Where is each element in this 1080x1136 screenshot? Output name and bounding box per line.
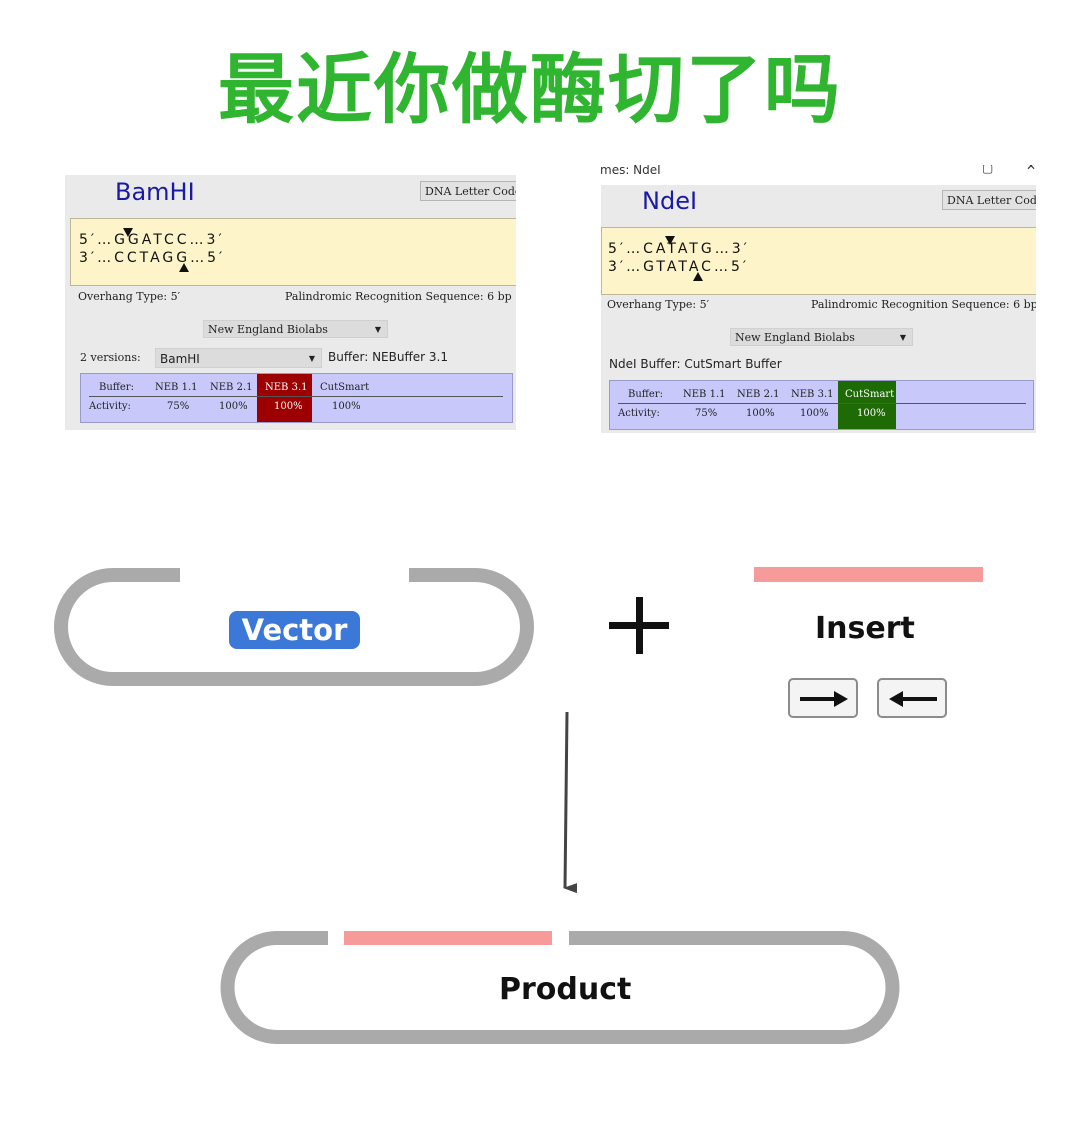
vector-backbone [54, 568, 534, 686]
vector-label: Vector [229, 611, 360, 649]
product-label: Product [499, 972, 632, 1007]
insert-fragment [754, 567, 983, 582]
buffer-activity-table: Buffer: Activity: NEB 1.1 NEB 2.1 NEB 3.… [80, 373, 513, 423]
plus-sign-vertical [636, 597, 643, 654]
buffer-name: CutSmart [845, 389, 895, 400]
activity-value: 100% [274, 401, 303, 412]
buffer-name: NEB 2.1 [210, 382, 253, 393]
highlighted-buffer-column [257, 374, 312, 422]
overhang-type: Overhang Type: 5′ [607, 298, 710, 311]
ndei-panel: mes: NdeI ▢ ✕ NdeI DNA Letter Codes 5′…C… [600, 165, 1036, 433]
buffer-label: Buffer: [628, 389, 663, 400]
buffer-label: Buffer: [99, 382, 134, 393]
cut-site-top-marker [665, 236, 675, 245]
palindromic-info: Palindromic Recognition Sequence: 6 bp [285, 290, 512, 303]
sequence-bottom-strand: 3′…CCTAGG…5′ [79, 250, 226, 266]
supplier-dropdown-value: New England Biolabs [208, 323, 328, 336]
supplier-dropdown[interactable]: New England Biolabs ▼ [730, 328, 913, 346]
cut-site-top-marker [123, 228, 133, 237]
activity-value: 100% [332, 401, 361, 412]
supplier-dropdown-value: New England Biolabs [735, 331, 855, 344]
window-title: mes: NdeI [600, 165, 661, 177]
buffer-activity-table: Buffer: Activity: NEB 1.1 NEB 2.1 NEB 3.… [609, 380, 1034, 430]
overhang-type: Overhang Type: 5′ [78, 290, 181, 303]
arrow-right-icon [800, 691, 848, 707]
buffer-recommendation: NdeI Buffer: CutSmart Buffer [609, 357, 782, 371]
supplier-dropdown[interactable]: New England Biolabs ▼ [203, 320, 388, 338]
buffer-name: NEB 3.1 [791, 389, 834, 400]
buffer-name: CutSmart [320, 382, 370, 393]
version-select-value: BamHI [160, 352, 200, 366]
activity-label: Activity: [618, 408, 660, 419]
table-divider [89, 396, 503, 397]
ndei-enzyme-name: NdeI [642, 187, 698, 215]
activity-value: 100% [746, 408, 775, 419]
buffer-name: NEB 1.1 [683, 389, 726, 400]
activity-value: 75% [167, 401, 190, 412]
buffer-name: NEB 3.1 [265, 382, 308, 393]
product-backbone [220, 931, 900, 1044]
highlighted-buffer-column [838, 381, 896, 429]
dna-letter-codes-button[interactable]: DNA Letter Codes [942, 190, 1036, 210]
bamhi-enzyme-name: BamHI [115, 178, 195, 206]
cut-site-bottom-marker [693, 272, 703, 281]
maximize-icon[interactable]: ▢ [982, 165, 994, 175]
versions-label: 2 versions: [80, 351, 141, 364]
activity-value: 100% [800, 408, 829, 419]
sequence-bottom-strand: 3′…GTATAC…5′ [608, 259, 750, 275]
sequence-top-strand: 5′…CATATG…3′ [608, 241, 750, 257]
chevron-down-icon: ▼ [308, 354, 315, 363]
palindromic-info: Palindromic Recognition Sequence: 6 bp [811, 298, 1036, 311]
reverse-primer-button[interactable] [877, 678, 947, 718]
dna-letter-codes-button[interactable]: DNA Letter Codes [420, 181, 516, 201]
close-icon[interactable]: ✕ [1026, 165, 1036, 173]
chevron-down-icon: ▼ [899, 333, 906, 342]
chevron-down-icon: ▼ [374, 325, 381, 334]
version-select[interactable]: BamHI ▼ [155, 348, 322, 368]
cut-site-bottom-marker [179, 263, 189, 272]
reaction-arrow [563, 711, 578, 894]
buffer-name: NEB 1.1 [155, 382, 198, 393]
sequence-top-strand: 5′…GGATCC…3′ [79, 232, 225, 248]
activity-label: Activity: [89, 401, 131, 412]
bamhi-panel: BamHI DNA Letter Codes 5′…GGATCC…3′ 3′…C… [65, 175, 516, 430]
arrow-left-icon [889, 691, 937, 707]
buffer-name: NEB 2.1 [737, 389, 780, 400]
table-divider [618, 403, 1026, 404]
forward-primer-button[interactable] [788, 678, 858, 718]
activity-value: 75% [695, 408, 718, 419]
insert-label: Insert [815, 611, 915, 646]
activity-value: 100% [857, 408, 886, 419]
headline: 最近你做酶切了吗 [218, 45, 842, 134]
activity-value: 100% [219, 401, 248, 412]
buffer-recommendation: Buffer: NEBuffer 3.1 [328, 350, 448, 364]
sequence-box [70, 218, 516, 286]
product-insert [344, 931, 552, 945]
